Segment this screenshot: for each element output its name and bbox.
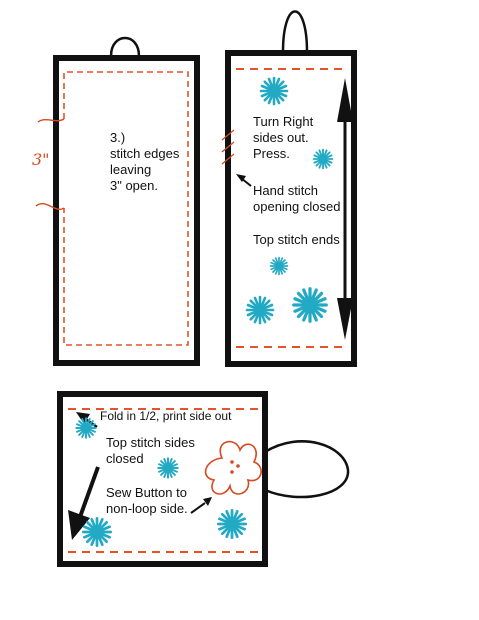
loop-icon xyxy=(109,36,141,57)
panel-1 xyxy=(35,36,200,366)
panel-3 xyxy=(57,391,350,567)
step-text-line: 3" open. xyxy=(110,178,158,193)
arrow-icon xyxy=(337,78,353,122)
arrow-icon xyxy=(337,298,353,340)
sew-button-line: Sew Button to xyxy=(106,485,187,500)
hand-stitch-line: Hand stitch xyxy=(253,183,319,198)
loop-icon xyxy=(264,440,350,499)
arrow-icon xyxy=(190,502,206,514)
flower-icon xyxy=(81,516,113,548)
turn-text-line: Press. xyxy=(253,146,290,161)
loop-icon xyxy=(281,10,309,53)
flower-icon xyxy=(157,457,179,479)
sew-button-line: non-loop side. xyxy=(106,501,188,516)
flower-icon xyxy=(292,287,328,323)
turn-text-line: sides out. xyxy=(253,130,309,145)
panel-2 xyxy=(221,10,357,367)
top-stitch-label: Top stitch ends xyxy=(253,232,340,247)
arrow-icon xyxy=(203,497,212,506)
margin-mark-bottom xyxy=(35,203,65,211)
fold-label: Fold in 1/2, print side out xyxy=(100,409,232,423)
step-text-line: stitch edges xyxy=(110,146,180,161)
arrow-icon xyxy=(78,466,100,518)
panel-2-border xyxy=(225,50,357,367)
hand-stitch-line: opening closed xyxy=(253,199,341,214)
panel-1-stitch xyxy=(63,71,189,346)
flower-icon xyxy=(259,76,289,106)
flower-icon xyxy=(312,148,334,170)
top-stitch-sides-line: Top stitch sides xyxy=(106,435,195,450)
margin-mark-top xyxy=(37,118,65,123)
turn-text-line: Turn Right xyxy=(253,114,314,129)
step-text-line: leaving xyxy=(110,162,152,177)
flower-icon xyxy=(269,256,289,276)
margin-label: 3" xyxy=(32,150,50,169)
button-icon xyxy=(204,440,262,495)
step-number: 3.) xyxy=(110,130,126,145)
flower-icon xyxy=(75,417,97,439)
side-mark xyxy=(221,129,235,165)
panel-1-border xyxy=(53,55,200,366)
flower-icon xyxy=(216,508,248,540)
arrow-icon xyxy=(68,510,90,540)
arrow-icon xyxy=(76,412,90,424)
flower-icon xyxy=(245,295,275,325)
arrow-icon xyxy=(236,174,246,182)
top-stitch-sides-line: closed xyxy=(106,451,144,466)
